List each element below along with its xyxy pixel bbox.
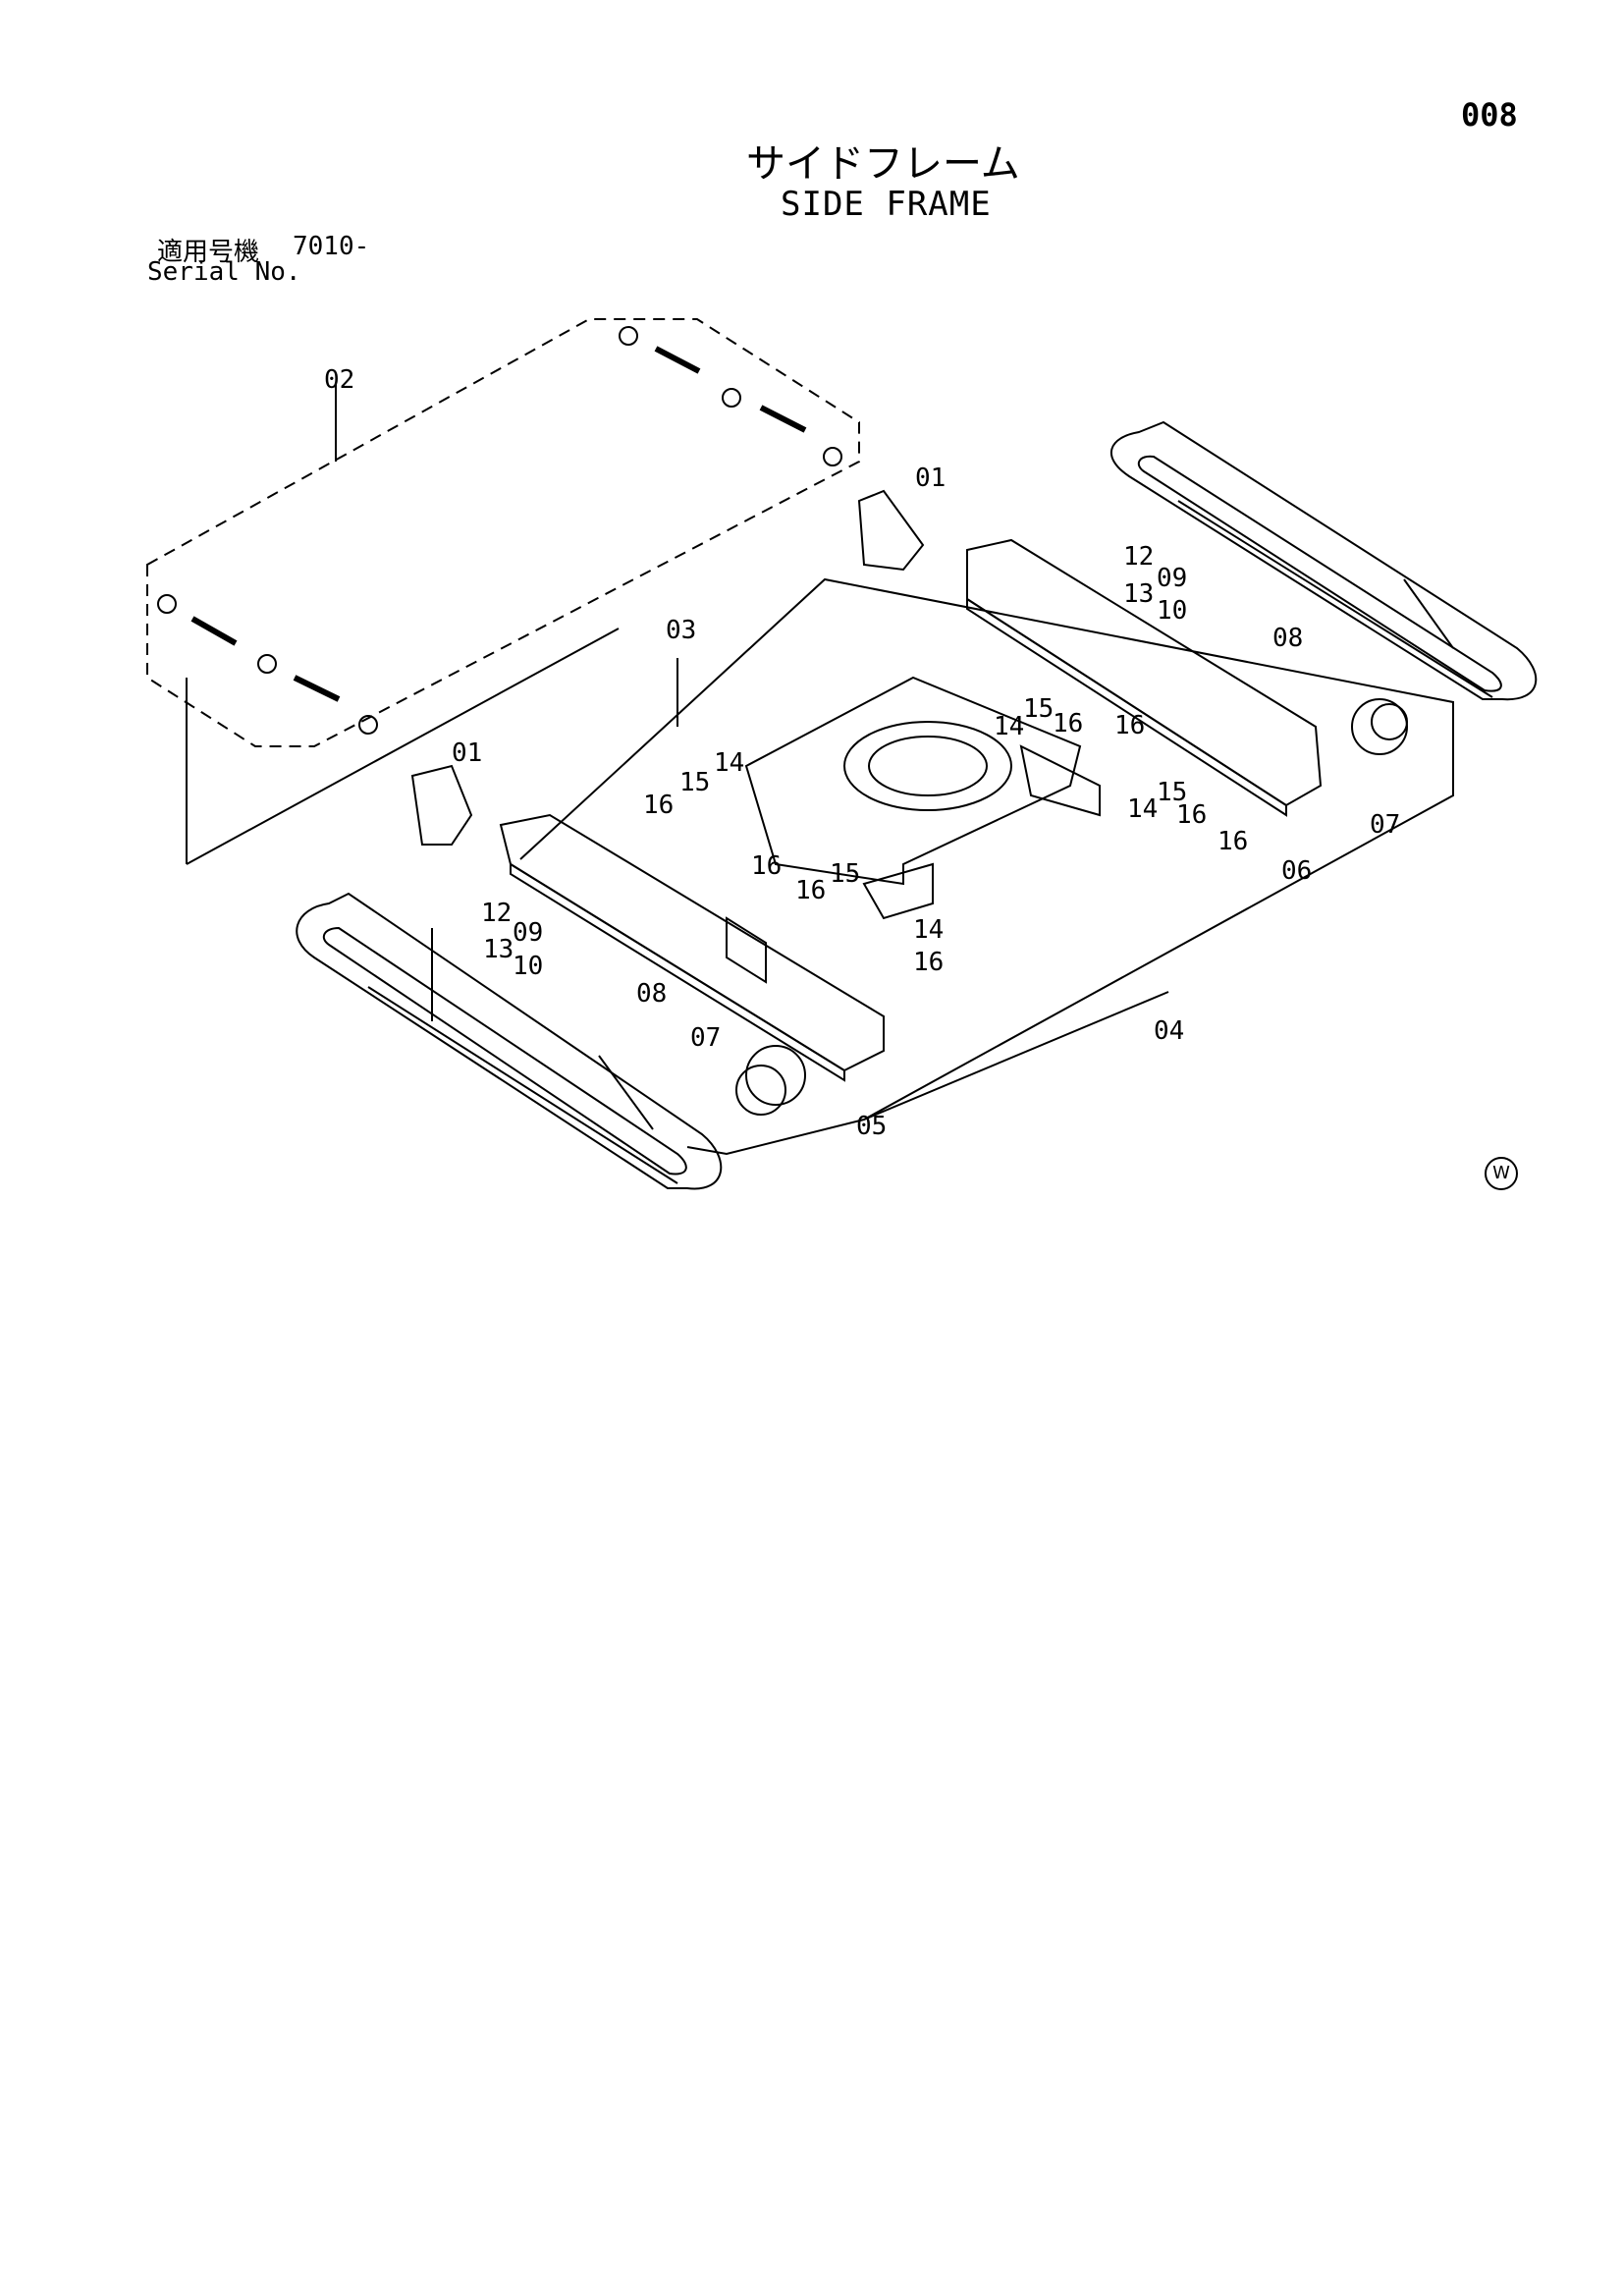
callout-16-right-b: 16 <box>1114 711 1145 740</box>
callout-14-left-a: 14 <box>714 748 744 778</box>
callout-07-right: 07 <box>1370 810 1400 840</box>
callout-14-right-b: 14 <box>1127 794 1158 824</box>
callout-12-right: 12 <box>1123 542 1154 572</box>
page-number: 008 <box>1461 96 1518 134</box>
callout-16-right-a: 16 <box>1053 709 1083 738</box>
center-cross-frame <box>744 676 1101 920</box>
callout-10-left: 10 <box>513 952 543 981</box>
callout-09-left: 09 <box>513 918 543 948</box>
callout-16-right-d: 16 <box>1217 827 1248 856</box>
callout-labels: 02 01 01 03 12 09 13 10 08 14 15 16 16 1… <box>324 365 1400 1141</box>
left-track-belt <box>296 892 723 1190</box>
callout-04: 04 <box>1154 1016 1184 1046</box>
callout-16-left-c: 16 <box>795 876 826 905</box>
left-side-frame <box>410 764 885 1082</box>
part-04-outline <box>519 577 1454 1156</box>
callout-06: 06 <box>1281 856 1312 886</box>
callout-16-left-d: 16 <box>913 948 944 977</box>
callout-10-right: 10 <box>1157 596 1187 626</box>
callout-16-right-c: 16 <box>1176 800 1207 830</box>
callout-09-right: 09 <box>1157 564 1187 593</box>
callout-15-left-b: 15 <box>830 859 860 889</box>
callout-01-right: 01 <box>915 464 946 493</box>
callout-15-left-a: 15 <box>679 768 710 797</box>
callout-16-left-b: 16 <box>751 851 782 881</box>
callout-03: 03 <box>666 616 696 645</box>
callout-02: 02 <box>324 365 354 395</box>
part-07-motor-right <box>1351 698 1408 755</box>
callout-15-right-a: 15 <box>1023 694 1054 724</box>
part-02-kit-box <box>146 318 860 865</box>
w-mark-icon: W <box>1485 1157 1518 1190</box>
callout-08-left: 08 <box>636 979 667 1009</box>
right-side-frame <box>857 489 1323 817</box>
callout-16-left-a: 16 <box>643 791 674 820</box>
callout-08-right: 08 <box>1272 624 1303 653</box>
callout-13-left: 13 <box>483 935 514 964</box>
callout-13-right: 13 <box>1123 579 1154 609</box>
callout-07-left: 07 <box>690 1023 721 1053</box>
callout-15-right-b: 15 <box>1157 778 1187 807</box>
page-title-japanese: サイドフレーム <box>746 141 1020 187</box>
right-track-belt <box>1109 420 1538 701</box>
callout-14-right-a: 14 <box>994 712 1024 741</box>
callout-12-left: 12 <box>481 899 512 928</box>
part-07-motor-left <box>735 1045 806 1116</box>
serial-label-japanese: 適用号機 <box>157 238 260 267</box>
serial-number-value: 7010- <box>293 232 370 261</box>
callout-05: 05 <box>856 1112 887 1141</box>
serial-label-english: Serial No. <box>147 257 301 287</box>
page-title-english: SIDE FRAME <box>781 185 992 224</box>
callout-14-left-b: 14 <box>913 915 944 945</box>
callout-01-left: 01 <box>452 738 482 768</box>
